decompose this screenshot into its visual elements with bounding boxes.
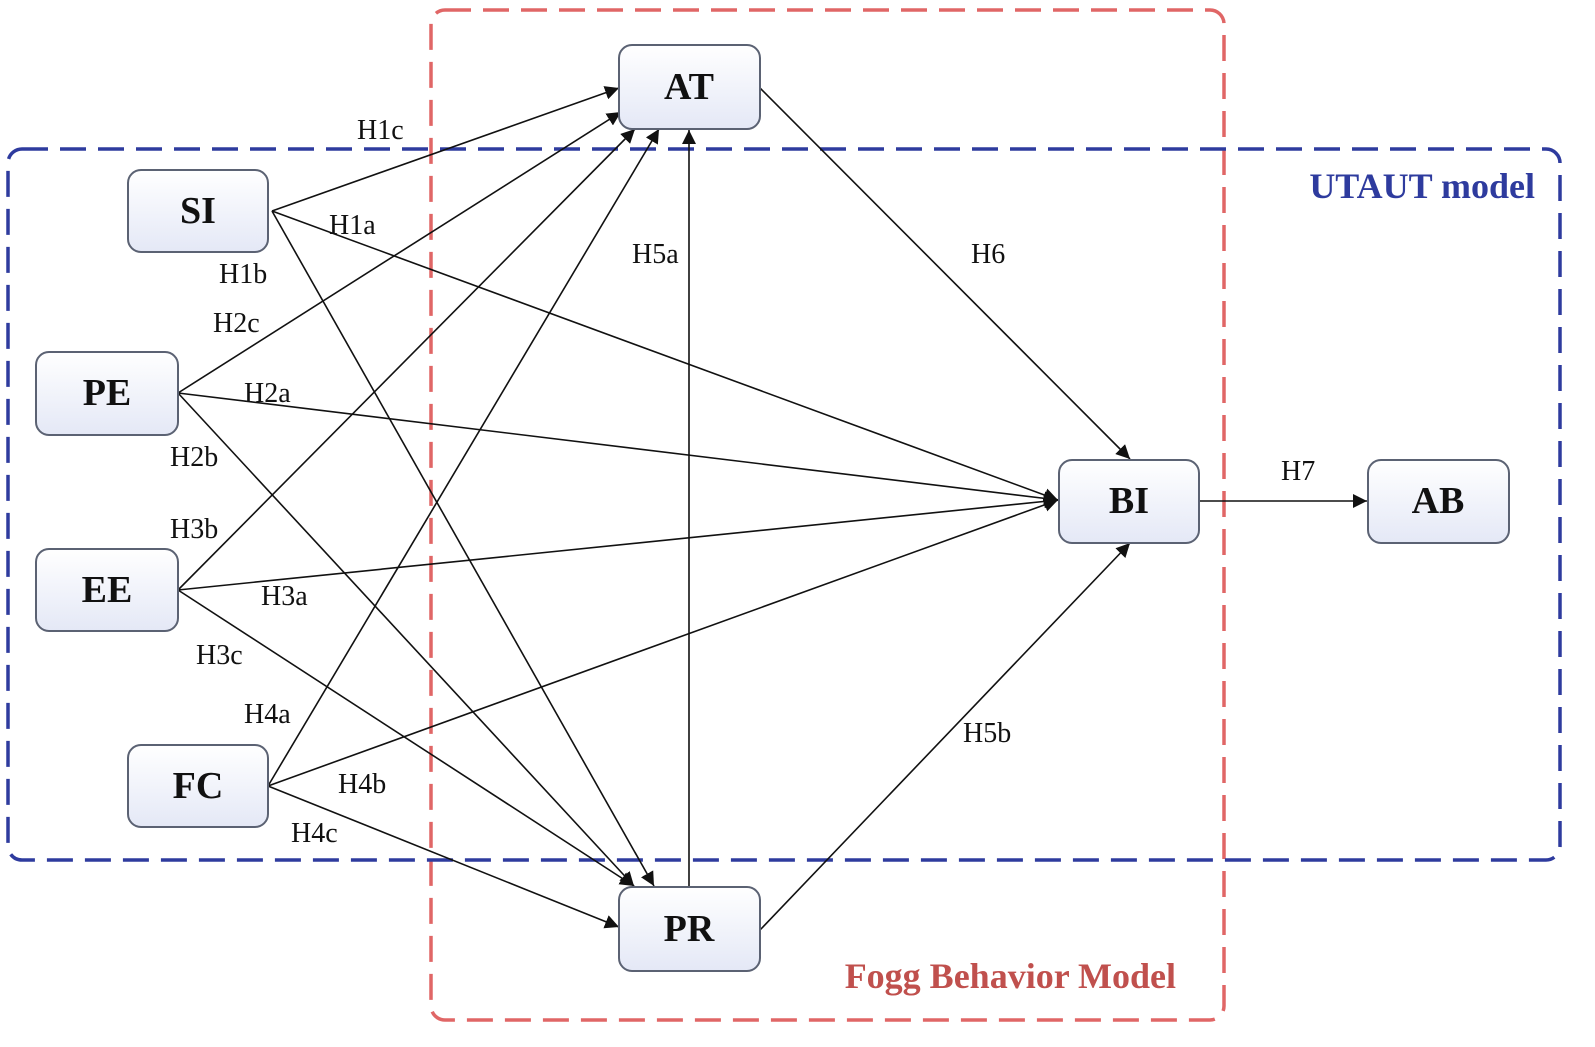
node-ab: AB	[1367, 459, 1510, 544]
node-ee: EE	[35, 548, 179, 632]
node-bi: BI	[1058, 459, 1200, 544]
edge-pe-bi	[177, 392, 1059, 506]
hyp-label-h4a: H4a	[244, 699, 291, 730]
utaut-region-label: UTAUT model	[1309, 166, 1535, 206]
edge-ee-at	[177, 128, 636, 591]
node-at-box	[618, 44, 761, 130]
hyp-label-h5a: H5a	[632, 239, 679, 270]
node-pe-label: PE	[83, 372, 132, 414]
hyp-label-h4c: H4c	[291, 818, 338, 849]
node-at: AT	[618, 44, 761, 130]
utaut-region-border	[6, 147, 1562, 862]
hyp-label-h4b: H4b	[338, 769, 386, 800]
node-bi-label: BI	[1109, 480, 1149, 522]
edge-at-bi	[759, 87, 1131, 460]
node-pe: PE	[35, 351, 179, 436]
hyp-label-h3b: H3b	[170, 514, 218, 545]
hyp-label-h3a: H3a	[261, 581, 308, 612]
hyp-label-h3c: H3c	[196, 640, 243, 671]
edge-fc-bi	[267, 498, 1059, 787]
node-si-box	[127, 169, 269, 253]
node-pr-box	[618, 886, 761, 972]
hyp-label-h2c: H2c	[213, 308, 260, 339]
node-pr-label: PR	[664, 908, 715, 950]
node-pr: PR	[618, 886, 761, 972]
node-ee-box	[35, 548, 179, 632]
node-at-label: AT	[664, 66, 714, 108]
edge-ee-bi	[177, 494, 1059, 591]
edge-pe-pr	[177, 392, 635, 887]
edge-fc-at	[267, 128, 660, 787]
hyp-label-h7: H7	[1281, 456, 1315, 487]
node-ab-label: AB	[1412, 480, 1465, 522]
hyp-label-h2a: H2a	[244, 378, 291, 409]
node-fc-box	[127, 744, 269, 828]
edge-pr-bi	[759, 542, 1131, 931]
node-ab-box	[1367, 459, 1510, 544]
fogg-region-label: Fogg Behavior Model	[845, 956, 1176, 996]
node-ee-label: EE	[82, 569, 133, 611]
hyp-label-h1b: H1b	[219, 259, 267, 290]
edge-si-pr	[271, 210, 655, 887]
node-bi-box	[1058, 459, 1200, 544]
hyp-label-h5b: H5b	[963, 718, 1011, 749]
edge-ee-pr	[177, 589, 635, 887]
node-pe-box	[35, 351, 179, 436]
edges-layer	[177, 86, 1367, 931]
hyp-label-h6: H6	[971, 239, 1005, 270]
node-fc-label: FC	[173, 765, 224, 807]
hyp-label-h2b: H2b	[170, 442, 218, 473]
node-fc: FC	[127, 744, 269, 828]
hyp-label-h1a: H1a	[329, 210, 376, 241]
node-si: SI	[127, 169, 269, 253]
fogg-region-border	[429, 8, 1226, 1022]
hypothesis-labels: H1a H1b H1c H2a H2b H2c H3a H3b H3c H4a …	[170, 115, 1315, 849]
edge-pe-at	[177, 111, 622, 394]
edge-si-at	[271, 86, 620, 212]
hyp-label-h1c: H1c	[357, 115, 404, 146]
edge-si-bi	[271, 210, 1059, 502]
edge-fc-pr	[267, 785, 620, 929]
node-si-label: SI	[180, 190, 216, 232]
